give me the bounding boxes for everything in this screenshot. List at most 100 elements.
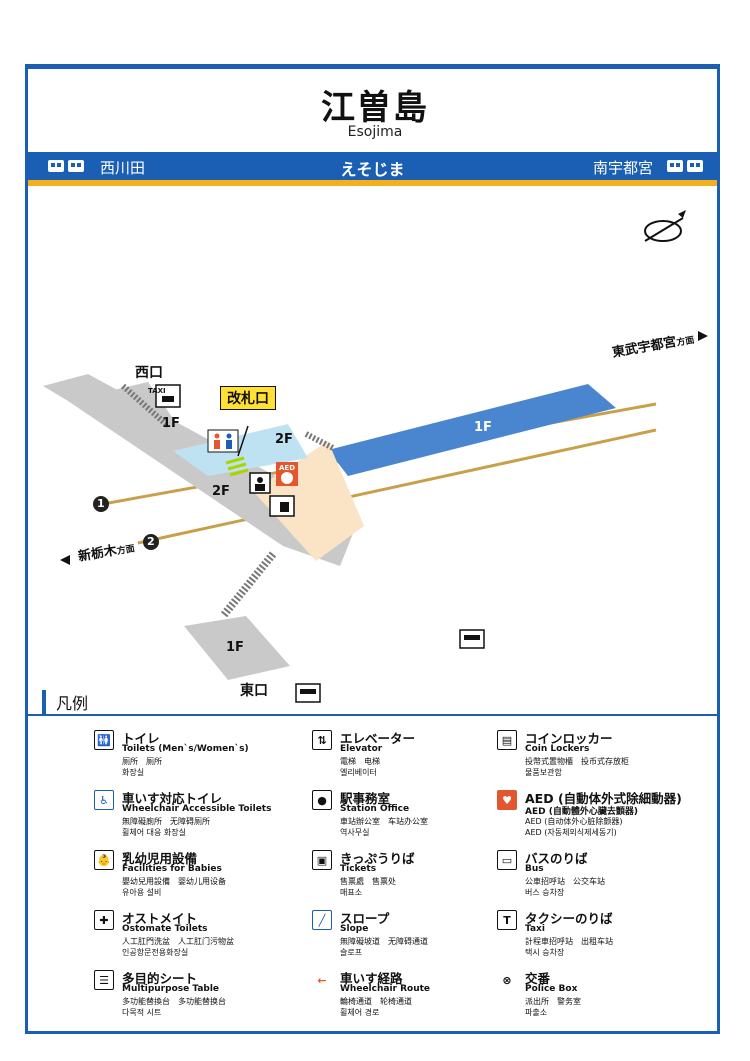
legend-item-ja: 駅事務室 xyxy=(340,791,391,806)
legend-item-zh: 公車招呼站 公交车站 xyxy=(525,877,605,886)
platform-1f-label: 1F xyxy=(474,420,492,435)
legend-item-en: Taxi xyxy=(525,924,545,934)
floor-west-1f: 1F xyxy=(162,416,180,431)
wheelchair-toilet-icon: ♿ xyxy=(94,790,114,810)
ticket-gate-label: 改札口 xyxy=(220,386,276,410)
legend-item-zh: 電梯 电梯 xyxy=(340,757,380,766)
arrow-west-icon xyxy=(60,555,70,565)
legend-item-ja: スロープ xyxy=(340,911,390,926)
legend-item-zh: AED (自动体外心脏除颤器) xyxy=(525,817,623,826)
ostomate-icon: ✚ xyxy=(94,910,114,930)
legend-item-zh: 派出所 警务室 xyxy=(525,997,581,1006)
compass-icon xyxy=(644,210,686,242)
legend-item-ko: 다목적 시트 xyxy=(122,1008,162,1017)
legend-item-zh: 人工肛門洗盆 人工肛门污物盆 xyxy=(122,937,234,946)
legend-item-ja: オストメイト xyxy=(122,911,198,926)
legend-item-ko: 인공항문전용화장실 xyxy=(122,948,189,957)
legend-item-en: Coin Lockers xyxy=(525,744,590,754)
track-2-badge xyxy=(143,534,159,550)
legend-item-en: AED (自動體外心臟去顫器) xyxy=(525,807,638,817)
legend-item-ko: 화장실 xyxy=(122,768,145,777)
legend-item-en: Toilets (Men`s/Women`s) xyxy=(122,744,249,754)
legend-item-en: Wheelchair Route xyxy=(340,984,431,994)
legend-item-ko: 휠체어 경로 xyxy=(340,1008,380,1017)
track-2-line xyxy=(137,428,657,545)
wheelchair-route-icon: ← xyxy=(312,970,332,990)
platform-stairs xyxy=(304,431,335,451)
legend-item-zh: 輪椅通道 轮椅通道 xyxy=(340,997,412,1006)
legend-item-en: Ostomate Toilets xyxy=(122,924,208,934)
legend-item-ko: 파출소 xyxy=(525,1008,548,1017)
legend-item-ko: 엘리베이터 xyxy=(340,768,377,777)
prev-station-label: 西川田 xyxy=(100,159,146,177)
legend-item-zh: 嬰幼兒用設備 婴幼儿用设备 xyxy=(122,877,226,886)
aed-map-icon xyxy=(276,462,298,486)
floor-2f-upper: 2F xyxy=(275,432,293,447)
station-office-icon: ● xyxy=(312,790,332,810)
elevator-icon: ⇅ xyxy=(312,730,332,750)
legend-item-zh: 售票處 售票处 xyxy=(340,877,396,886)
legend-item-ja: AED (自動体外式除細動器) xyxy=(525,791,682,806)
legend-item-ko: 버스 승차장 xyxy=(525,888,565,897)
east-stairs xyxy=(219,551,277,619)
legend-item-ja: バスのりば xyxy=(525,851,588,866)
legend-item-ko: 슬로프 xyxy=(340,948,363,957)
legend-item-en: Facilities for Babies xyxy=(122,864,222,874)
legend-item-ja: トイレ xyxy=(122,731,160,746)
legend-item-en: Station Office xyxy=(340,804,410,814)
legend-item-ja: エレベーター xyxy=(340,731,416,746)
east-exit-label: 東口 xyxy=(240,683,268,699)
top-rule xyxy=(25,64,720,69)
legend-item-ja: コインロッカー xyxy=(525,731,613,746)
legend-item-ja: タクシーのりば xyxy=(525,911,613,926)
legend-item-zh: 投幣式置物櫃 投币式存放柜 xyxy=(525,757,629,766)
west-exit-label: 西口 xyxy=(135,365,163,381)
floor-east-1f: 1F xyxy=(226,640,244,655)
legend-item-ko: 물품보관함 xyxy=(525,768,562,777)
legend-item-zh: 無障礙廁所 无障碍厕所 xyxy=(122,817,210,826)
taxi-map-label: TAXI xyxy=(148,387,166,395)
station-map xyxy=(43,210,708,703)
track-1-number: 1 xyxy=(97,497,105,510)
legend-item-ja: 交番 xyxy=(525,971,551,986)
legend-item-en: Slope xyxy=(340,924,369,934)
aed-icon: ♥ xyxy=(497,790,517,810)
station-name-kana: えそじま xyxy=(340,160,405,179)
legend-item-zh: 厕所 厕所 xyxy=(122,757,162,766)
floor-2f-main: 2F xyxy=(212,484,230,499)
train-right-icon xyxy=(667,160,703,172)
train-left-icon xyxy=(48,160,84,172)
legend-item-zh: 車站辦公室 车站办公室 xyxy=(340,817,428,826)
legend-item-ko: 택시 승차장 xyxy=(525,948,565,957)
bus-icon: ▭ xyxy=(497,850,517,870)
legend-item-ko: 매표소 xyxy=(340,888,363,897)
legend-item-ja: 多目的シート xyxy=(122,971,198,986)
bus-map-icon-2 xyxy=(295,683,321,703)
next-station-label: 南宇都宮 xyxy=(592,159,653,177)
legend-item-en: Bus xyxy=(525,864,544,874)
legend-item-ja: 乳幼児用設備 xyxy=(122,851,198,866)
slope-icon: ╱ xyxy=(312,910,332,930)
taxi-map-icon xyxy=(155,384,181,408)
legend-item-zh: 多功能替換台 多功能替换台 xyxy=(122,997,226,1006)
legend-item-en: Police Box xyxy=(525,984,578,994)
ticket-gate-marks xyxy=(225,456,249,477)
legend-rule xyxy=(28,714,717,716)
ticket-map-icon xyxy=(269,495,295,517)
police-box-icon: ⊗ xyxy=(497,970,517,990)
legend-item-ko: 휠체어 대응 화장실 xyxy=(122,828,186,837)
legend-item-en: Tickets xyxy=(340,864,377,874)
legend-item-zh: 計程車招呼站 出租车站 xyxy=(525,937,613,946)
station-office-map-icon xyxy=(249,472,271,494)
legend-item-ko: AED (자동체외식제세동기) xyxy=(525,828,617,837)
legend-item-en: Elevator xyxy=(340,744,383,754)
legend-item-en: Multipurpose Table xyxy=(122,984,220,994)
line-stripe xyxy=(28,180,717,186)
legend-item-ko: 유아용 설비 xyxy=(122,888,162,897)
taxi-icon: T xyxy=(497,910,517,930)
station-name-ja: 江曽島 xyxy=(321,88,429,128)
track-2-number: 2 xyxy=(147,535,155,548)
concourse-peach xyxy=(253,441,364,561)
track-1-badge xyxy=(93,496,109,512)
coin-locker-icon: ▤ xyxy=(497,730,517,750)
